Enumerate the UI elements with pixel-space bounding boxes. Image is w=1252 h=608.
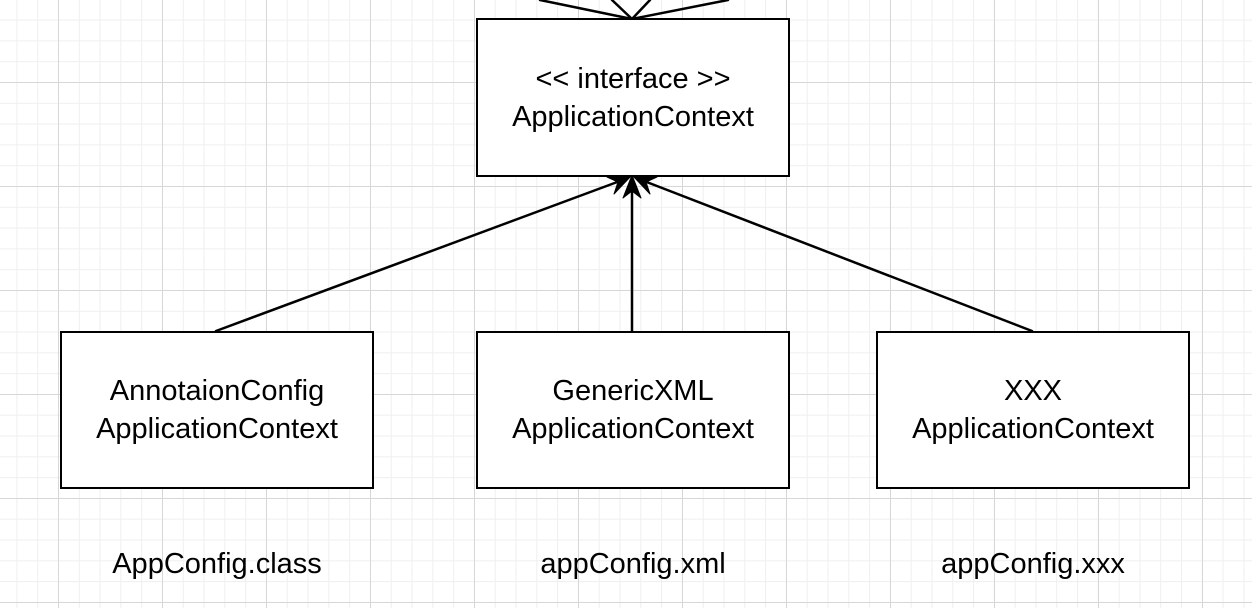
arrowhead-center <box>622 174 642 199</box>
generic-xml-context-box[interactable]: GenericXML ApplicationContext <box>476 331 790 489</box>
interface-application-context-box[interactable]: << interface >> ApplicationContext <box>476 18 790 177</box>
class-name-line2: ApplicationContext <box>96 413 338 445</box>
edge-upper-right-2 <box>630 0 730 21</box>
class-name-line1: GenericXML <box>552 375 714 407</box>
class-name-line2: ApplicationContext <box>512 413 754 445</box>
edge-annotation-to-interface <box>214 179 622 333</box>
config-source-label-xml: appConfig.xml <box>540 548 726 580</box>
edge-upper-left <box>538 0 634 21</box>
interface-stereotype: << interface >> <box>535 62 731 95</box>
class-name-line2: ApplicationContext <box>912 413 1154 445</box>
interface-name: ApplicationContext <box>512 100 754 133</box>
class-name-line1: XXX <box>1003 375 1063 407</box>
class-name-line1: AnnotaionConfig <box>109 375 325 407</box>
config-source-label-xxx: appConfig.xxx <box>941 548 1125 580</box>
edge-xxx-to-interface <box>642 179 1034 333</box>
annotation-config-context-box[interactable]: AnnotaionConfig ApplicationContext <box>60 331 374 489</box>
xxx-context-box[interactable]: XXX ApplicationContext <box>876 331 1190 489</box>
config-source-label-class: AppConfig.class <box>112 548 322 580</box>
edge-upper-center <box>610 0 634 21</box>
edge-upper-right-1 <box>630 0 652 21</box>
